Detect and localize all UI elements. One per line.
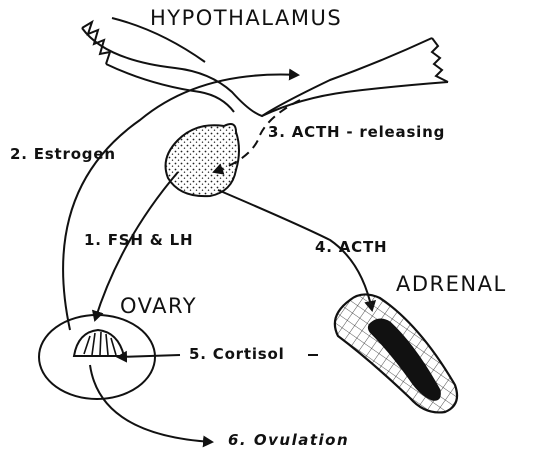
step-1-label: 1. FSH & LH <box>84 233 193 248</box>
arrow-estrogen <box>63 75 298 330</box>
hypothalamus-label: HYPOTHALAMUS <box>150 8 342 29</box>
hypothalamus-tissue <box>82 18 448 116</box>
ovary-follicle <box>74 330 124 356</box>
pituitary-gland <box>166 124 239 196</box>
arrow-cortisol-left <box>118 355 180 357</box>
adrenal-label: ADRENAL <box>396 274 507 295</box>
ovary-label: OVARY <box>120 296 197 317</box>
step-2-label: 2. Estrogen <box>10 147 116 162</box>
step-3-label: 3. ACTH - releasing <box>268 125 445 140</box>
step-4-label: 4. ACTH <box>315 240 387 255</box>
step-6-label: 6. Ovulation <box>228 433 349 448</box>
arrow-ovulation <box>90 365 212 442</box>
step-5-label: 5. Cortisol <box>189 347 285 362</box>
